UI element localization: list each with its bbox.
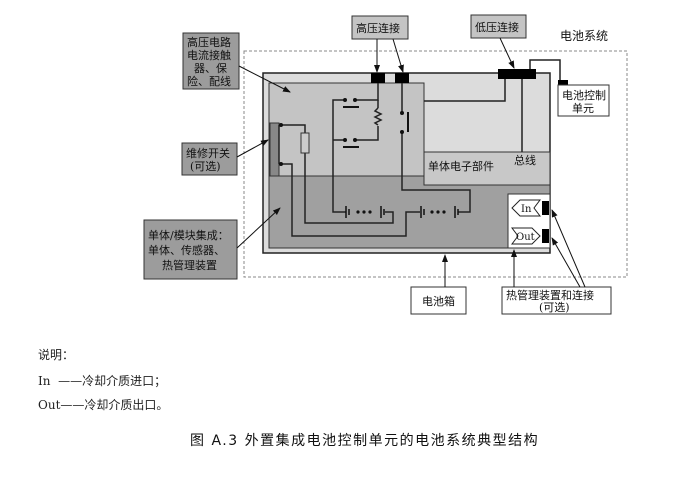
- service-switch-callout: [181, 142, 238, 176]
- thermal-mgmt-line2: (可选): [539, 301, 570, 314]
- battery-box-label: 电池箱: [422, 294, 455, 308]
- service-switch-line2: (可选): [190, 160, 221, 173]
- hv-circuit-line1: 高压电路: [187, 35, 231, 49]
- module-integration-line2: 单体、传感器、: [148, 243, 225, 257]
- coolant-out-connector: [542, 229, 549, 243]
- note-out: Out——冷却介质出口。: [38, 398, 169, 412]
- module-integration-line3: 热管理装置: [162, 258, 217, 272]
- bcu-box: [557, 84, 610, 117]
- thermal-mgmt-line1: 热管理装置和连接: [506, 288, 594, 302]
- module-integration-arrow: [236, 207, 281, 249]
- cell-electronics-label: 单体电子部件: [428, 159, 494, 173]
- coolant-in-label: In: [521, 204, 532, 215]
- battery-system-boundary: [243, 50, 628, 278]
- battery-cells-dots-2: [430, 210, 446, 214]
- coolant-out-label: Out: [516, 232, 535, 243]
- hv-connection-callout: [351, 15, 409, 40]
- module-integration-callout: [143, 219, 238, 280]
- hv-connection-label: 高压连接: [356, 21, 400, 35]
- lv-connection-callout: [470, 14, 527, 39]
- battery-cells-2: [420, 206, 459, 218]
- hv-connection-arrow-2: [392, 38, 404, 73]
- lv-connection-arrow: [499, 37, 515, 69]
- module-integration-line1: 单体/模块集成：: [148, 228, 229, 242]
- bcu-label-line1: 电池控制: [562, 88, 606, 102]
- figure-caption: 图 A.3 外置集成电池控制单元的电池系统典型结构: [190, 433, 540, 449]
- service-switch[interactable]: [269, 122, 280, 177]
- battery-cells-1: [345, 206, 385, 218]
- hv-connector-1: [371, 73, 385, 83]
- fuse-icon: [300, 132, 310, 154]
- note-in: In ——冷却介质进口；: [38, 374, 167, 388]
- hv-circuit-area: [268, 82, 425, 177]
- wiring: [278, 59, 561, 237]
- coolant-out-port[interactable]: [511, 227, 541, 245]
- hv-circuit-line2: 电流接触: [187, 48, 231, 62]
- hv-circuit-line3: 器、保: [194, 61, 227, 75]
- thermal-mgmt-arrow-3: [551, 237, 581, 288]
- battery-cells-dots-1: [356, 210, 372, 214]
- bus-label: 总线: [514, 153, 536, 167]
- coolant-in-port[interactable]: [511, 199, 541, 217]
- bcu-connector: [558, 80, 568, 85]
- lv-connection-label: 低压连接: [475, 21, 519, 34]
- hv-circuit-line4: 险、配线: [187, 74, 231, 88]
- hv-connector-2: [395, 73, 409, 83]
- cell-electronics-area: [423, 151, 551, 186]
- battery-box-callout: [410, 286, 467, 315]
- battery-system-label: 电池系统: [560, 29, 608, 43]
- notes-title: 说明：: [38, 348, 75, 362]
- service-switch-line1: 维修开关: [186, 146, 230, 160]
- service-switch-arrow: [236, 139, 269, 158]
- contactors: [279, 98, 409, 166]
- hv-circuit-arrow: [238, 65, 291, 93]
- coolant-in-connector: [542, 201, 549, 215]
- hv-circuit-callout: [182, 32, 240, 90]
- bcu-label-line2: 单元: [572, 102, 594, 115]
- thermal-mgmt-arrow-2: [551, 209, 586, 288]
- lv-connector: [498, 69, 536, 79]
- thermal-mgmt-callout: [501, 286, 612, 315]
